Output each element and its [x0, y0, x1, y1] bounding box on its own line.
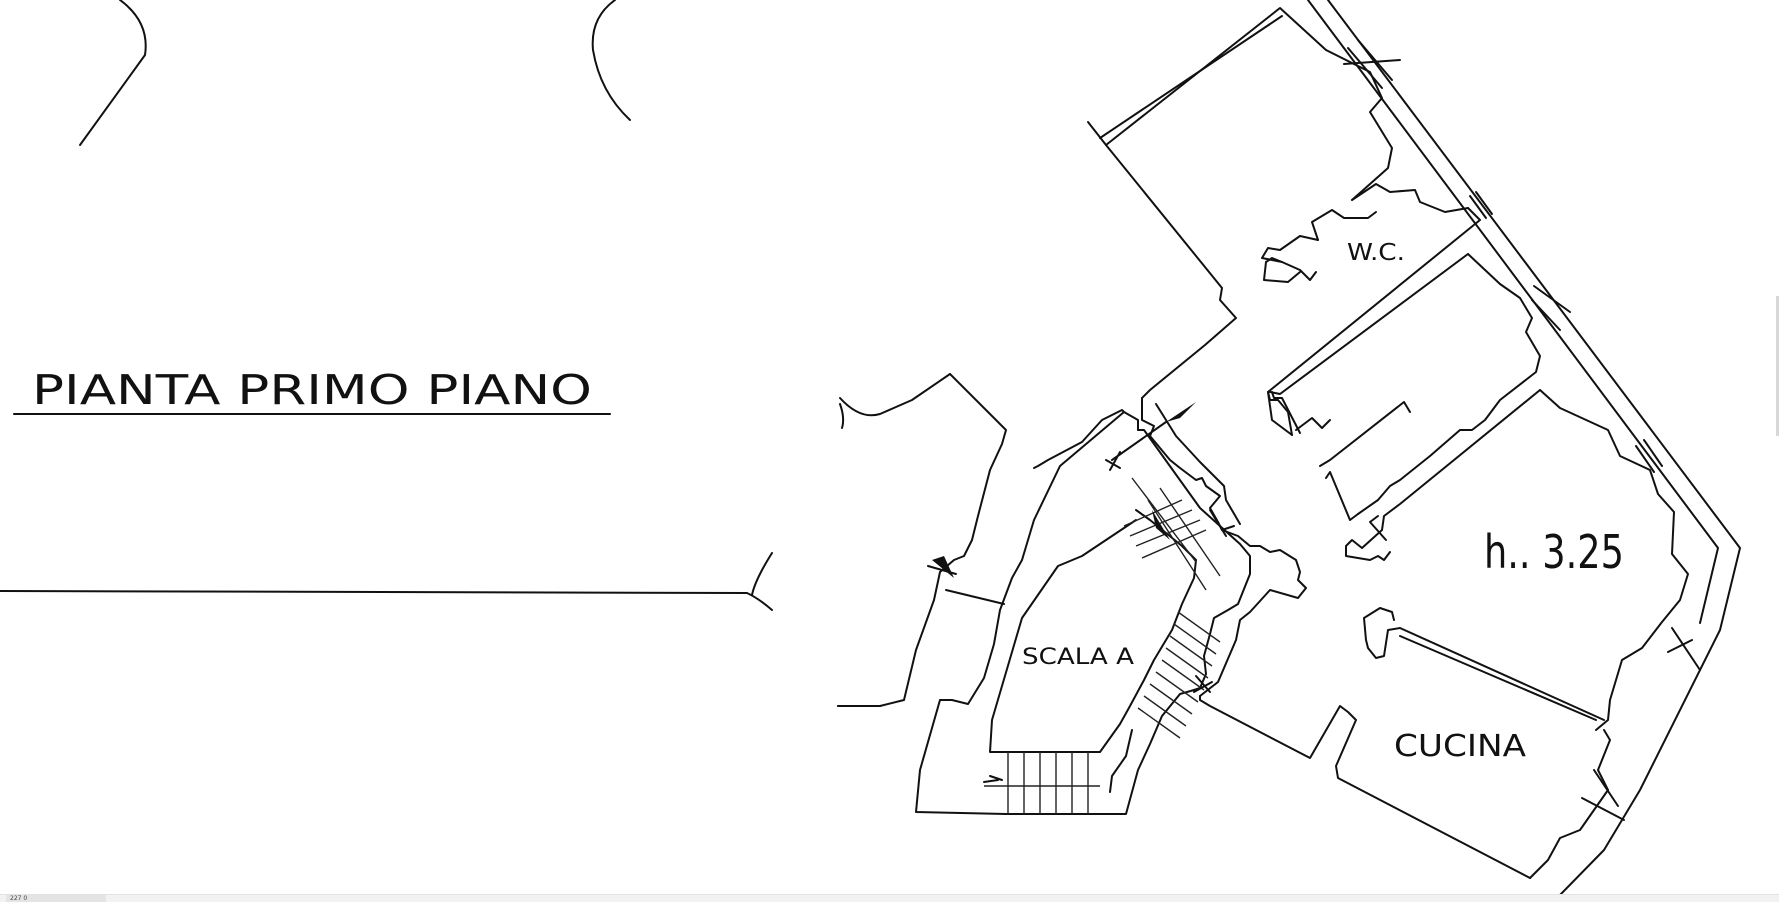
room-label-wc: W.C.	[1347, 240, 1405, 266]
page-indicator[interactable]: 227 0	[6, 895, 106, 902]
room-height-label: h.. 3.25	[1484, 525, 1624, 579]
viewer-status-strip: 227 0	[0, 894, 1779, 902]
right-edge-marker	[1776, 296, 1779, 436]
window-markers	[927, 39, 1701, 821]
stair-block-outline	[837, 373, 1125, 707]
room-label-stair: SCALA A	[1022, 645, 1134, 670]
room-label-kitchen: CUCINA	[1394, 729, 1527, 764]
staircase	[915, 411, 1251, 815]
door-arrows	[932, 402, 1196, 783]
street-outline	[0, 0, 773, 611]
drawing-title: PIANTA PRIMO PIANO	[32, 366, 592, 414]
apartment-outline	[1087, 0, 1741, 895]
